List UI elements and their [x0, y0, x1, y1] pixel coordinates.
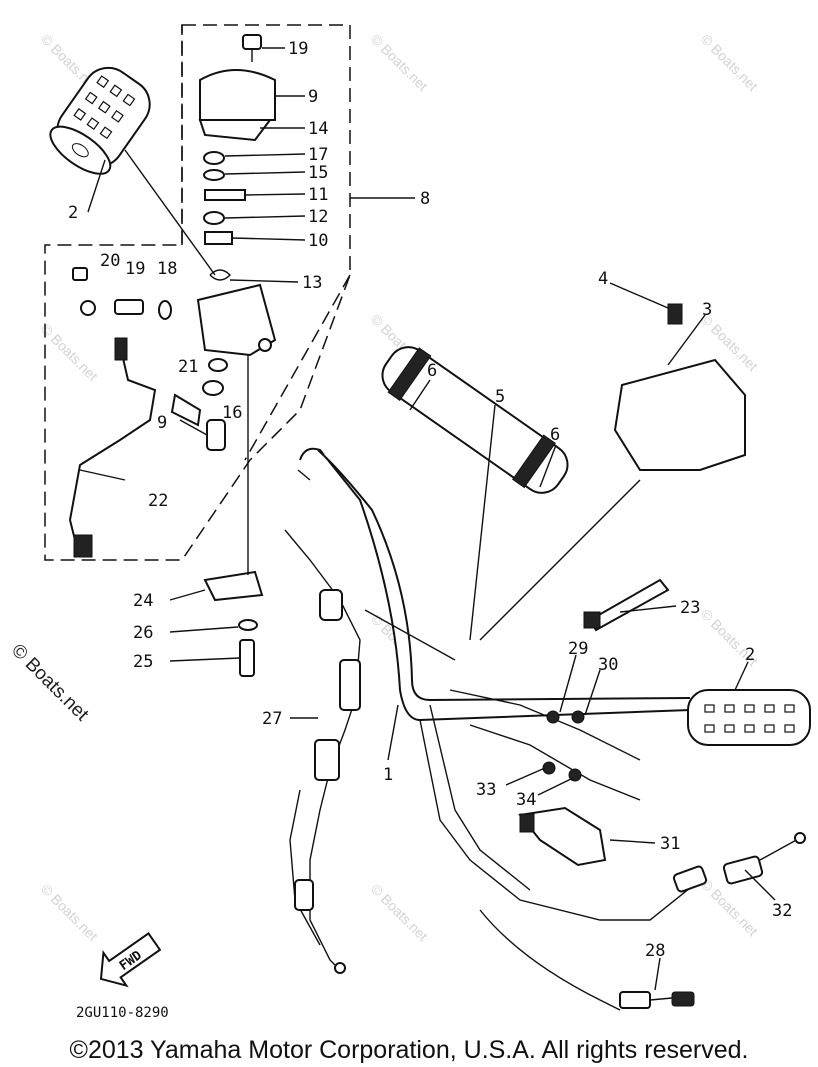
callout-20: 20	[100, 251, 120, 271]
bolt	[239, 639, 255, 677]
watermark: © Boats.net	[698, 876, 761, 939]
cable-sleeve	[339, 659, 361, 711]
leader-dash	[244, 274, 351, 461]
right-grip	[687, 689, 811, 746]
callout-2-left: 2	[68, 203, 78, 223]
callout-21: 21	[178, 357, 198, 377]
callout-12: 12	[308, 207, 328, 227]
throttle-parts	[170, 34, 277, 451]
watermark: © Boats.net	[38, 321, 101, 384]
background-watermarks: © Boats.net © Boats.net © Boats.net © Bo…	[38, 31, 761, 944]
fwd-arrow: FWD	[99, 932, 162, 988]
callout-18: 18	[157, 259, 177, 279]
washer	[238, 619, 258, 631]
cable-sleeve	[314, 739, 340, 781]
callout-10: 10	[308, 231, 328, 251]
callout-24: 24	[133, 591, 153, 611]
screw-parts	[72, 267, 172, 320]
center-pad	[613, 303, 746, 471]
callout-27: 27	[262, 709, 282, 729]
callout-13: 13	[302, 273, 322, 293]
callout-1: 1	[383, 765, 393, 785]
handlebar-pad	[381, 346, 569, 494]
callout-17: 17	[308, 145, 328, 165]
wire-connector	[73, 534, 93, 558]
callout-19: 19	[288, 39, 308, 59]
handlebar	[297, 447, 691, 722]
switch-connector	[114, 337, 128, 361]
callout-30: 30	[598, 655, 618, 675]
switch-wire	[68, 344, 157, 556]
callout-11: 11	[308, 185, 328, 205]
callout-5: 5	[495, 387, 505, 407]
callout-25: 25	[133, 652, 153, 672]
callout-15: 15	[308, 163, 328, 183]
wire-lead	[479, 909, 695, 1011]
callout-4: 4	[598, 269, 608, 289]
callouts: 19 9 14 17 15 11 12 10 13 8 2 20 19 18 2…	[68, 39, 792, 961]
throttle-assembly-outline	[44, 24, 351, 561]
clamp	[203, 570, 264, 602]
callout-2-right: 2	[745, 645, 755, 665]
callout-16: 16	[222, 403, 242, 423]
watermark: © Boats.net	[368, 881, 431, 944]
diagram-code: 2GU110-8290	[76, 1005, 169, 1021]
callout-7: 8	[420, 189, 430, 209]
callout-14: 14	[308, 119, 328, 139]
lever-cables	[419, 689, 701, 921]
cable-adjuster	[319, 589, 343, 621]
watermark: © Boats.net	[698, 31, 761, 94]
callout-3: 3	[702, 300, 712, 320]
callout-23: 23	[680, 598, 700, 618]
cable-sleeve	[294, 879, 314, 911]
callout-22: 22	[148, 491, 168, 511]
callout-28: 28	[645, 941, 665, 961]
copyright-notice: ©2013 Yamaha Motor Corporation, U.S.A. A…	[69, 1036, 749, 1064]
callout-32: 32	[772, 901, 792, 921]
callout-33: 33	[476, 780, 496, 800]
callout-6-left: 6	[427, 361, 437, 381]
callout-9-label: 9	[157, 413, 167, 433]
leader-lines	[79, 47, 776, 991]
watermark: © Boats.net	[368, 31, 431, 94]
choke-cable	[672, 832, 806, 893]
callout-6-right: 6	[550, 425, 560, 445]
left-grip	[49, 66, 151, 175]
callout-34: 34	[516, 790, 536, 810]
starter-switch	[518, 806, 607, 867]
callout-19-b: 19	[125, 259, 145, 279]
cable-end	[334, 962, 346, 974]
cable-tie	[583, 578, 670, 632]
watermark: © Boats.net	[38, 881, 101, 944]
callout-31: 31	[660, 834, 680, 854]
callout-8: 9	[308, 87, 318, 107]
callout-26: 26	[133, 623, 153, 643]
callout-29: 29	[568, 639, 588, 659]
